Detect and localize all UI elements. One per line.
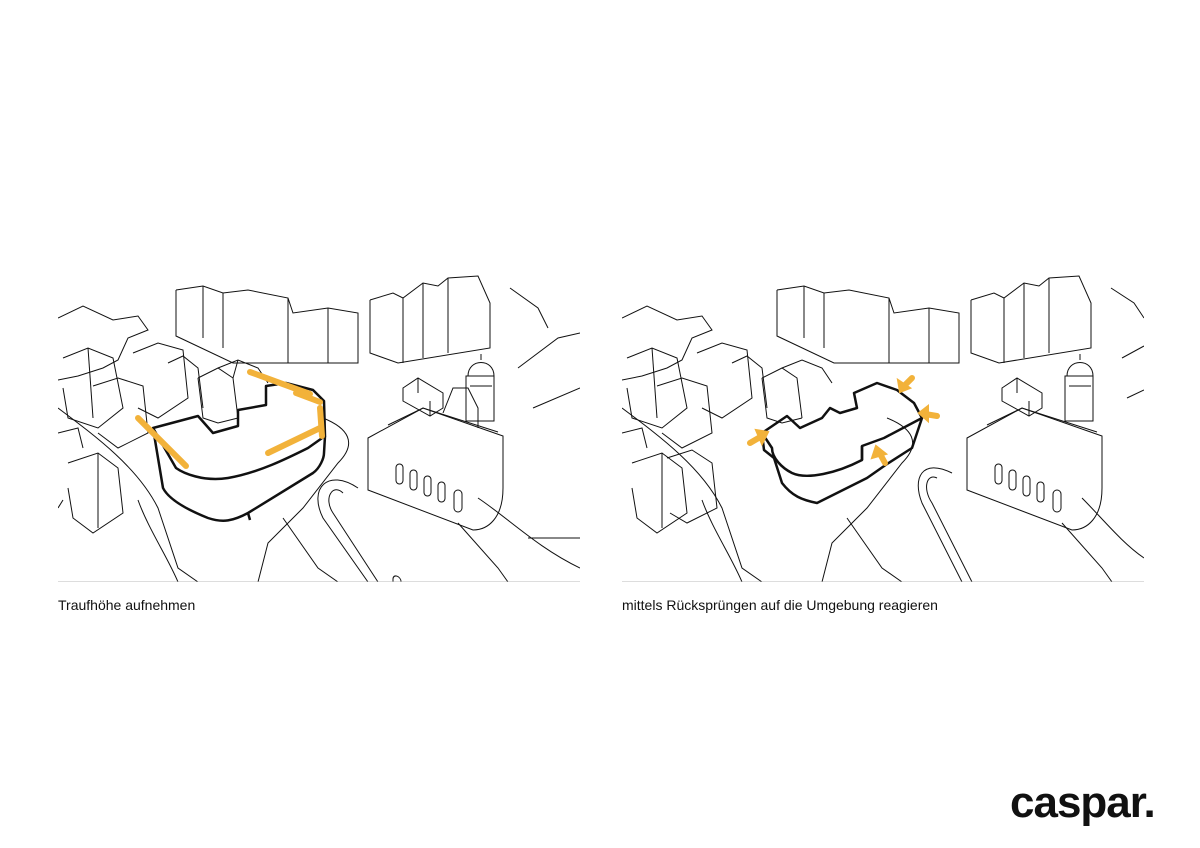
diagram-right [622, 268, 1144, 582]
proposed-building [760, 381, 924, 505]
proposed-building [151, 381, 327, 522]
arrow-icon [870, 444, 889, 466]
eaves-highlight-lines [135, 369, 325, 469]
diagram-left [58, 268, 580, 582]
setback-arrows [747, 375, 940, 466]
diagram-left-drawing [58, 275, 580, 582]
caption-setbacks: mittels Rücksprüngen auf die Umgebung re… [622, 597, 938, 613]
arrow-icon [896, 375, 915, 394]
caption-eaves-height: Traufhöhe aufnehmen [58, 597, 196, 613]
arrow-icon [747, 428, 770, 447]
caspar-logo: caspar. [1010, 778, 1156, 827]
arrow-icon [917, 403, 940, 424]
diagram-right-drawing [622, 275, 1144, 582]
context-buildings [622, 275, 1144, 582]
context-buildings [58, 275, 580, 582]
